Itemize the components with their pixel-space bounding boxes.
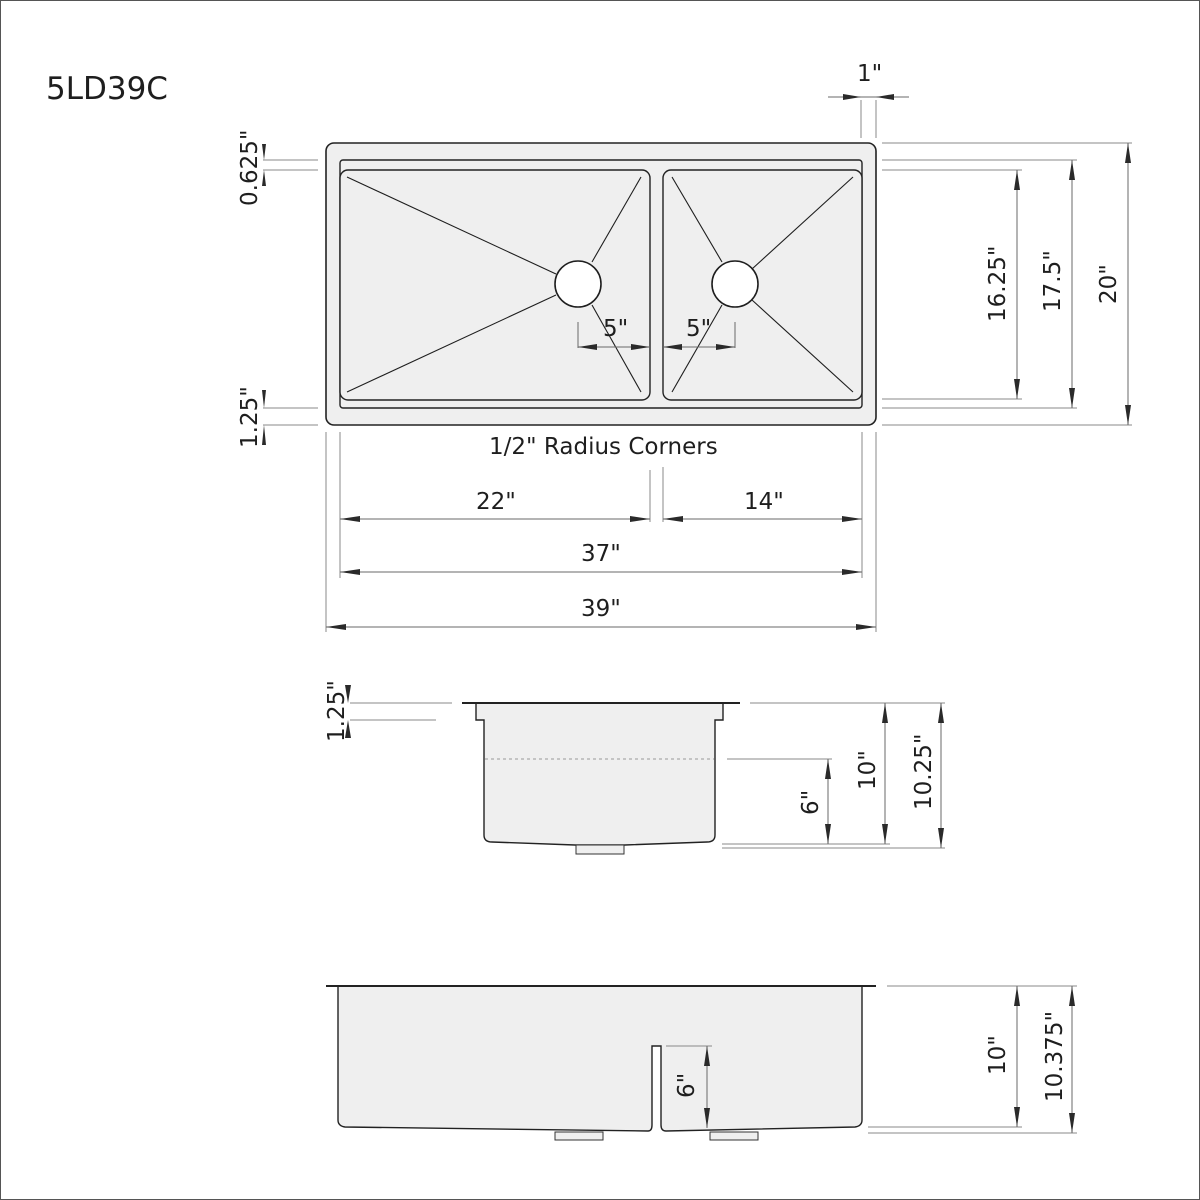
- left-bowl-width-label: 22": [476, 489, 516, 515]
- side-drain-icon: [575, 844, 625, 855]
- side-bowl-depth-label: 10": [855, 750, 881, 790]
- right-bowl: [662, 169, 863, 401]
- model-title: 5LD39C: [46, 71, 168, 107]
- inner-height-label: 16.25": [985, 246, 1011, 322]
- top-ledge-label: 0.625": [237, 130, 263, 206]
- right-drain-icon: [711, 260, 759, 308]
- side-ledge-label: 1.25": [324, 680, 350, 742]
- inner-width-label: 37": [581, 541, 621, 567]
- overall-width-label: 39": [581, 596, 621, 622]
- flange-offset-label: 1": [857, 61, 882, 87]
- front-divider-height-label: 6": [674, 1073, 700, 1098]
- bottom-ledge-label: 1.25": [237, 386, 263, 448]
- left-drain-icon: [554, 260, 602, 308]
- front-overall-depth-label: 10.375": [1042, 1011, 1068, 1102]
- right-bowl-width-label: 14": [744, 489, 784, 515]
- side-divider-height-label: 6": [798, 790, 824, 815]
- mid-height-label: 17.5": [1040, 250, 1066, 312]
- side-overall-depth-label: 10.25": [911, 734, 937, 810]
- front-right-drain-icon: [709, 1131, 759, 1141]
- front-bowl-depth-label: 10": [985, 1035, 1011, 1075]
- overall-height-label: 20": [1096, 264, 1122, 304]
- side-view: 1.25" 6" 10" 10.25": [324, 680, 945, 855]
- right-drain-offset-label: 5": [686, 316, 711, 342]
- front-view: 6" 10" 10.375": [326, 985, 1077, 1141]
- top-view: 5" 5" 1" 0.625" 1.25": [237, 61, 1132, 632]
- front-left-drain-icon: [554, 1131, 604, 1141]
- left-bowl: [339, 169, 651, 401]
- left-drain-offset-label: 5": [603, 316, 628, 342]
- radius-corners-note: 1/2" Radius Corners: [489, 434, 718, 460]
